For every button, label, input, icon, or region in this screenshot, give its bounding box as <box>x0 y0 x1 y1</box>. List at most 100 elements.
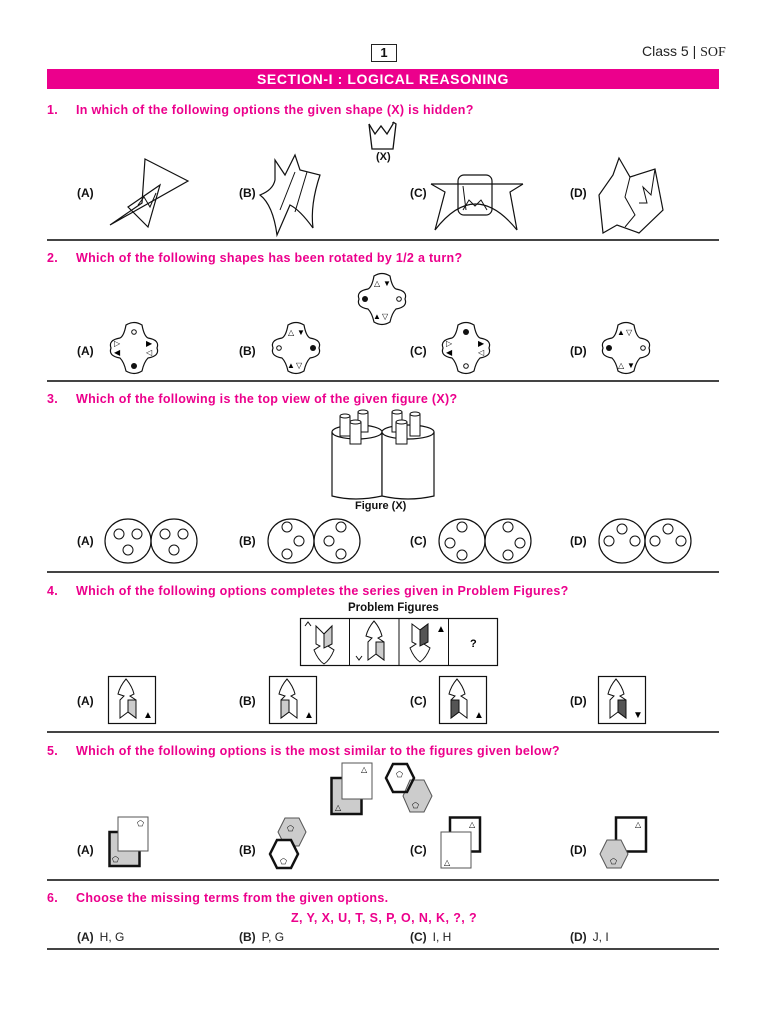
letter-sequence: Z, Y, X, U, T, S, P, O, N, K, ?, ? <box>290 911 478 925</box>
svg-text:▽: ▽ <box>296 361 303 370</box>
svg-text:◀: ◀ <box>446 348 453 357</box>
question-number: 2. <box>47 251 59 265</box>
svg-text:⬠: ⬠ <box>396 770 403 779</box>
svg-text:▲: ▲ <box>287 361 295 370</box>
option-d-label[interactable]: (D) <box>570 843 587 857</box>
divider <box>47 571 719 573</box>
option-b-figure[interactable]: ▲ <box>268 675 318 725</box>
svg-text:▷: ▷ <box>114 339 121 348</box>
option-d[interactable]: (D)J, I <box>570 930 609 944</box>
cylinders-figure-x <box>331 409 435 500</box>
divider <box>47 879 719 881</box>
question-text: Choose the missing terms from the given … <box>76 891 389 905</box>
option-value: H, G <box>99 930 125 944</box>
figure-caption: Figure (X) <box>355 500 407 512</box>
option-b-label[interactable]: (B) <box>239 534 256 548</box>
option-b-figure[interactable] <box>267 517 361 565</box>
option-b-figure[interactable] <box>255 150 325 238</box>
option-a-figure[interactable] <box>104 517 198 565</box>
question-text: Which of the following options is the mo… <box>76 744 560 758</box>
problem-figures-strip: ▲ ? <box>299 617 499 667</box>
option-a[interactable]: (A) H, G <box>77 930 124 944</box>
option-c-figure[interactable] <box>425 160 525 235</box>
class-text: Class 5 | <box>642 43 701 59</box>
page-number: 1 <box>371 44 397 62</box>
svg-text:△: △ <box>288 328 295 337</box>
option-label: (B) <box>239 930 256 944</box>
option-value: P, G <box>261 930 285 944</box>
option-b-label[interactable]: (B) <box>239 694 256 708</box>
divider <box>47 380 719 382</box>
svg-text:▷: ▷ <box>446 339 453 348</box>
option-d-figure[interactable]: △ ⬠ <box>598 816 654 870</box>
svg-text:△: △ <box>335 803 342 812</box>
option-c-figure[interactable]: ▲ <box>438 675 488 725</box>
option-c-figure[interactable]: ▷◀ ▶◁ <box>440 321 492 375</box>
option-d-figure[interactable] <box>595 155 665 235</box>
option-b-figure[interactable]: △▼ ▲▽ <box>270 321 322 375</box>
option-label: (A) <box>77 930 94 944</box>
option-a-label[interactable]: (A) <box>77 534 94 548</box>
option-c[interactable]: (C)I, H <box>410 930 451 944</box>
svg-text:△: △ <box>374 279 381 288</box>
svg-text:△: △ <box>361 765 368 774</box>
option-value: I, H <box>432 930 452 944</box>
option-c-figure[interactable] <box>438 517 532 565</box>
divider <box>47 239 719 241</box>
svg-text:△: △ <box>469 820 476 829</box>
question-text: Which of the following is the top view o… <box>76 392 458 406</box>
svg-text:◀: ◀ <box>114 348 121 357</box>
svg-text:▲: ▲ <box>617 328 625 337</box>
option-a-figure[interactable]: ▲ <box>107 675 157 725</box>
option-a-label[interactable]: (A) <box>77 186 94 200</box>
option-c-label[interactable]: (C) <box>410 186 427 200</box>
question-text: Which of the following shapes has been r… <box>76 251 463 265</box>
option-b-label[interactable]: (B) <box>239 843 256 857</box>
option-c-label[interactable]: (C) <box>410 344 427 358</box>
question-1: 1.In which of the following options the … <box>47 103 474 117</box>
option-d-label[interactable]: (D) <box>570 186 587 200</box>
option-c-figure[interactable]: △ △ <box>440 816 486 870</box>
option-d-label[interactable]: (D) <box>570 344 587 358</box>
svg-text:⬠: ⬠ <box>412 801 419 810</box>
question-number: 1. <box>47 103 59 117</box>
question-6: 6.Choose the missing terms from the give… <box>47 891 388 905</box>
option-c-label[interactable]: (C) <box>410 534 427 548</box>
option-a-figure[interactable]: ⬠ ⬠ <box>108 816 154 868</box>
problem-figures-caption: Problem Figures <box>348 602 439 614</box>
svg-text:⬠: ⬠ <box>280 857 287 866</box>
option-a-figure[interactable]: ▷◀ ▶◁ <box>108 321 160 375</box>
svg-text:◁: ◁ <box>478 348 485 357</box>
question-number: 3. <box>47 392 59 406</box>
option-a-figure[interactable] <box>100 155 190 230</box>
option-a-label[interactable]: (A) <box>77 843 94 857</box>
svg-text:▽: ▽ <box>626 328 633 337</box>
given-figures: △ △ ⬠ ⬠ <box>330 762 433 816</box>
option-d-figure[interactable]: ▼ <box>597 675 647 725</box>
option-b-figure[interactable]: ⬠ ⬠ <box>268 817 318 870</box>
svg-text:▼: ▼ <box>633 710 643 721</box>
option-a-label[interactable]: (A) <box>77 344 94 358</box>
option-b[interactable]: (B) P, G <box>239 930 284 944</box>
svg-text:⬠: ⬠ <box>137 819 144 828</box>
option-d-label[interactable]: (D) <box>570 534 587 548</box>
question-3: 3. Which of the following is the top view… <box>47 392 457 406</box>
svg-text:▲: ▲ <box>474 710 484 721</box>
option-d-label[interactable]: (D) <box>570 694 587 708</box>
question-4: 4.Which of the following options complet… <box>47 584 569 598</box>
svg-text:▼: ▼ <box>627 361 635 370</box>
option-b-label[interactable]: (B) <box>239 344 256 358</box>
svg-text:▲: ▲ <box>373 312 381 321</box>
option-b-label[interactable]: (B) <box>239 186 256 200</box>
missing-figure-marker: ? <box>470 638 477 650</box>
option-d-figure[interactable] <box>598 517 692 565</box>
section-title: SECTION-I : LOGICAL REASONING <box>47 69 719 89</box>
svg-text:▼: ▼ <box>383 279 391 288</box>
option-c-label[interactable]: (C) <box>410 694 427 708</box>
crown-shape-x <box>368 121 397 150</box>
option-c-label[interactable]: (C) <box>410 843 427 857</box>
svg-text:▶: ▶ <box>146 339 153 348</box>
option-d-figure[interactable]: ▲▽ △▼ <box>600 321 652 375</box>
option-a-label[interactable]: (A) <box>77 694 94 708</box>
svg-text:▲: ▲ <box>436 624 446 635</box>
